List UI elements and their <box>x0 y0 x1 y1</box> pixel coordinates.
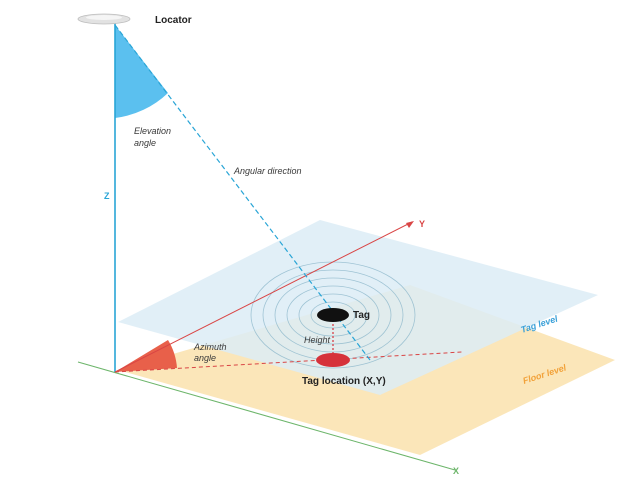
tag-ellipse-icon <box>317 308 349 322</box>
z-axis-label: Z <box>104 191 110 201</box>
elevation-angle-label-line2: angle <box>134 138 156 148</box>
azimuth-direction-line <box>114 351 463 373</box>
angular-direction-line <box>114 24 371 361</box>
x-axis-line <box>77 361 456 471</box>
azimuth-angle-label-line2: angle <box>194 353 216 363</box>
tag-label: Tag <box>353 310 370 321</box>
tag-location-ellipse-icon <box>316 353 350 367</box>
angular-direction-label: Angular direction <box>233 166 302 176</box>
y-axis-arrow <box>406 221 414 228</box>
x-axis-label: X <box>453 466 459 475</box>
azimuth-angle-label-line1: Azimuth <box>193 342 227 352</box>
y-axis-line <box>114 221 413 373</box>
locator-label: Locator <box>155 15 192 26</box>
height-label: Height <box>304 335 331 345</box>
elevation-angle-wedge <box>115 25 168 118</box>
y-axis-label: Y <box>419 219 425 229</box>
tag-location-label: Tag location (X,Y) <box>302 376 386 387</box>
elevation-angle-label-line1: Elevation <box>134 126 171 136</box>
tag-plane <box>118 220 598 395</box>
locator-disc-icon <box>77 13 131 25</box>
